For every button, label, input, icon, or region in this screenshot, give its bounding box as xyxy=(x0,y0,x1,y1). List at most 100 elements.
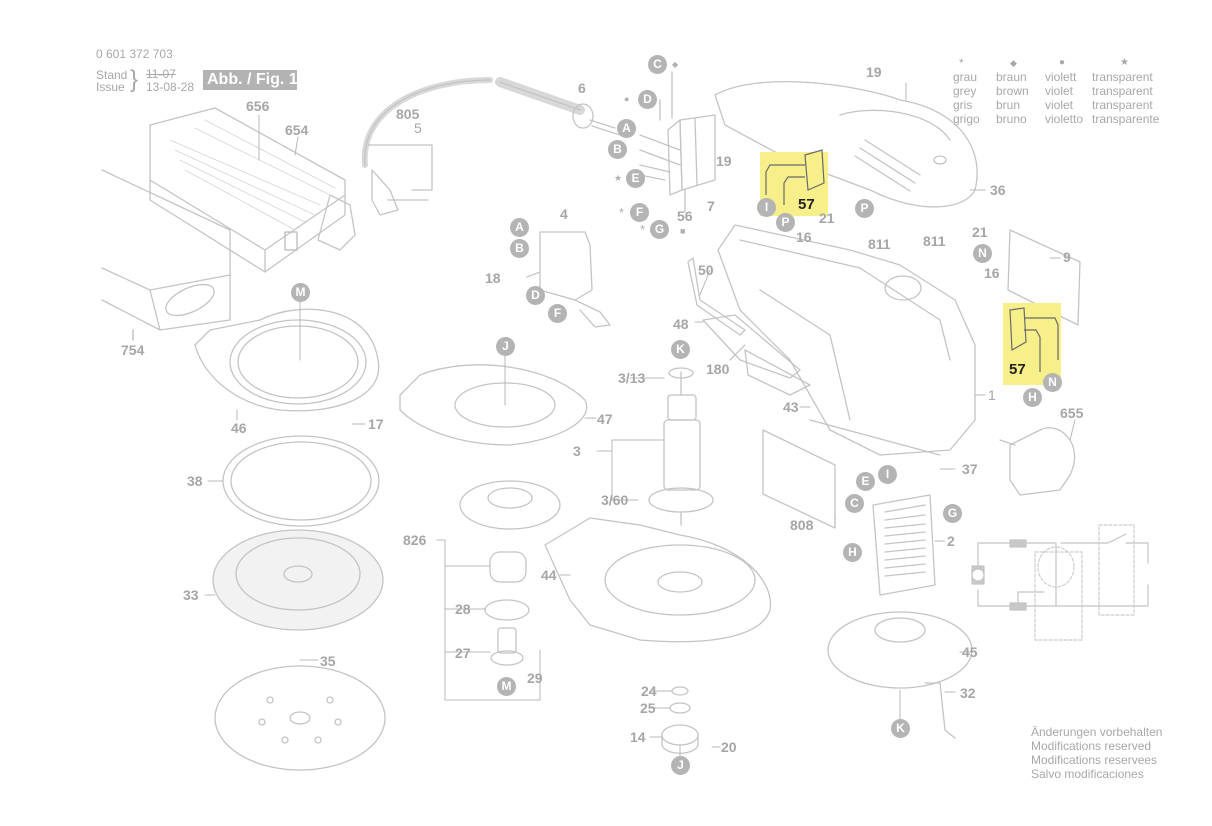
part-label-57-upper[interactable]: 57 xyxy=(798,196,815,213)
legend-word: transparent xyxy=(1092,98,1153,112)
part-label-14[interactable]: 14 xyxy=(630,729,646,745)
part-label-2[interactable]: 2 xyxy=(947,533,955,549)
brake-ring-38 xyxy=(222,435,380,527)
callout-N-brush-right[interactable]: N xyxy=(1043,373,1062,392)
callout-M-hood[interactable]: M xyxy=(291,283,310,302)
part-label-808[interactable]: 808 xyxy=(790,517,814,533)
sanding-pad-33 xyxy=(212,529,384,631)
part-label-29[interactable]: 29 xyxy=(527,670,543,686)
callout-C-field[interactable]: C xyxy=(845,494,864,513)
callout-M-counterweight[interactable]: M xyxy=(497,677,516,696)
part-label-20[interactable]: 20 xyxy=(721,739,737,755)
electronics-module-56 xyxy=(639,71,716,213)
part-label-16-right[interactable]: 16 xyxy=(984,265,1000,281)
part-label-17[interactable]: 17 xyxy=(368,416,384,432)
callout-G-field[interactable]: G xyxy=(943,504,962,523)
figure-badge: Abb. / Fig. 1 xyxy=(203,70,297,90)
callout-I-field[interactable]: I xyxy=(878,465,897,484)
part-label-21-left[interactable]: 21 xyxy=(819,210,835,226)
callout-F-switch[interactable]: F xyxy=(548,304,567,323)
part-label-18[interactable]: 18 xyxy=(485,270,501,286)
callout-A-switch[interactable]: A xyxy=(510,218,529,237)
part-label-27[interactable]: 27 xyxy=(455,645,471,661)
part-label-25[interactable]: 25 xyxy=(640,700,656,716)
part-label-1[interactable]: 1 xyxy=(988,387,996,403)
callout-G-cord[interactable]: G xyxy=(650,220,669,239)
part-label-50[interactable]: 50 xyxy=(698,262,714,278)
part-label-47[interactable]: 47 xyxy=(597,411,613,427)
legend-word: braun xyxy=(996,70,1027,84)
part-label-3-13[interactable]: 3/13 xyxy=(618,370,646,386)
callout-F-cord[interactable]: F xyxy=(630,203,649,222)
callout-H-brush-right[interactable]: H xyxy=(1023,388,1042,407)
part-label-656[interactable]: 656 xyxy=(246,98,270,114)
callout-J-fanhousing[interactable]: J xyxy=(496,337,515,356)
legend-word: violet xyxy=(1045,98,1074,112)
legend-word: transparent xyxy=(1092,70,1153,84)
star-icon: ★ xyxy=(1120,57,1129,68)
part-label-43[interactable]: 43 xyxy=(783,399,799,415)
part-label-7[interactable]: 7 xyxy=(707,198,715,214)
part-label-24[interactable]: 24 xyxy=(641,683,657,699)
part-label-805[interactable]: 805 xyxy=(396,106,420,122)
part-label-21-right[interactable]: 21 xyxy=(972,224,988,240)
part-label-48[interactable]: 48 xyxy=(673,316,689,332)
part-label-754[interactable]: 754 xyxy=(121,342,145,358)
callout-A-cord[interactable]: A xyxy=(617,119,636,138)
part-label-38[interactable]: 38 xyxy=(187,473,203,489)
callout-N-holder[interactable]: N xyxy=(973,244,992,263)
part-label-33[interactable]: 33 xyxy=(183,587,199,603)
dust-box-654 xyxy=(149,107,356,273)
part-label-35[interactable]: 35 xyxy=(320,653,336,669)
part-label-655[interactable]: 655 xyxy=(1060,405,1084,421)
part-label-16-left[interactable]: 16 xyxy=(796,229,812,245)
callout-D-cord[interactable]: D xyxy=(638,90,657,109)
part-label-9[interactable]: 9 xyxy=(1063,249,1071,265)
callout-K-bracket[interactable]: K xyxy=(891,719,910,738)
part-label-36[interactable]: 36 xyxy=(990,182,1006,198)
part-label-45[interactable]: 45 xyxy=(962,644,978,660)
note-line: Änderungen vorbehalten xyxy=(1031,725,1163,739)
part-label-37[interactable]: 37 xyxy=(962,461,978,477)
part-label-180[interactable]: 180 xyxy=(706,361,730,377)
part-label-826[interactable]: 826 xyxy=(403,532,427,548)
part-label-811-right[interactable]: 811 xyxy=(923,233,946,249)
asterisk-icon: * xyxy=(959,56,964,70)
part-label-6[interactable]: 6 xyxy=(578,80,586,96)
part-label-44[interactable]: 44 xyxy=(541,567,557,583)
callout-D-switch[interactable]: D xyxy=(526,286,545,305)
part-label-654[interactable]: 654 xyxy=(285,122,309,138)
legend-col-transparent: ★ transparent transparent transparent tr… xyxy=(1092,56,1172,126)
part-label-19-top[interactable]: 19 xyxy=(866,64,882,80)
callout-I-brush[interactable]: I xyxy=(757,198,776,217)
part-label-5[interactable]: 5 xyxy=(414,120,422,136)
callout-P-holder[interactable]: P xyxy=(855,199,874,218)
part-label-19-upper[interactable]: 19 xyxy=(716,153,732,169)
callout-E-field[interactable]: E xyxy=(856,472,875,491)
note-line: Modifications reservees xyxy=(1031,753,1158,767)
part-label-3[interactable]: 3 xyxy=(573,443,581,459)
part-label-32[interactable]: 32 xyxy=(960,685,976,701)
armature-3 xyxy=(648,367,714,526)
legend-col-brown: ◆ braun brown brun bruno xyxy=(996,56,1044,126)
part-label-56[interactable]: 56 xyxy=(677,208,693,224)
part-label-811-left[interactable]: 811 xyxy=(868,236,891,252)
callout-J-bearing[interactable]: J xyxy=(671,756,690,775)
callout-P-brush[interactable]: P xyxy=(776,213,795,232)
bearing xyxy=(489,551,527,583)
legend-word: grey xyxy=(953,84,977,98)
callout-C-cord[interactable]: C xyxy=(648,55,667,74)
callout-K-armature[interactable]: K xyxy=(671,340,690,359)
part-label-28[interactable]: 28 xyxy=(455,601,471,617)
sanding-sheet xyxy=(214,665,386,771)
callout-B-switch[interactable]: B xyxy=(510,239,529,258)
callout-H-field[interactable]: H xyxy=(843,543,862,562)
callout-B-cord[interactable]: B xyxy=(608,140,627,159)
old-date: 11-07 xyxy=(146,67,176,81)
part-label-57-right[interactable]: 57 xyxy=(1009,361,1026,378)
part-label-46[interactable]: 46 xyxy=(231,420,247,436)
callout-E-cord[interactable]: E xyxy=(626,169,645,188)
asterisk-icon: * xyxy=(619,205,625,220)
part-label-3-60[interactable]: 3/60 xyxy=(601,492,629,508)
part-label-4[interactable]: 4 xyxy=(560,206,568,222)
